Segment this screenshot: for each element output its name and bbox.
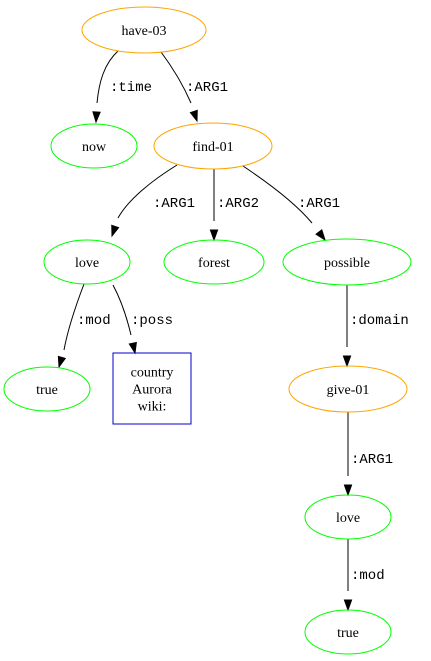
edge-label: :mod — [351, 568, 385, 584]
entity-box — [112, 352, 192, 425]
edge-label: :mod — [77, 313, 111, 329]
edge-find01-to-love1: :ARG1 — [111, 164, 195, 238]
edge-line — [63, 283, 85, 351]
concept-ellipse — [282, 238, 412, 286]
edge-label: :ARG1 — [351, 452, 393, 468]
edge-give01-to-love2: :ARG1 — [343, 412, 393, 497]
node-love1: love — [43, 239, 131, 285]
edge-have03-to-find01: :ARG1 — [160, 51, 228, 123]
edge-find01-to-possible: :ARG1 — [242, 165, 340, 242]
edge-line — [117, 164, 178, 219]
concept-ellipse — [163, 239, 265, 285]
arrowhead — [128, 341, 137, 355]
edge-label: :time — [110, 80, 152, 96]
edge-label: :ARG1 — [186, 80, 228, 96]
concept-ellipse — [304, 609, 392, 655]
predicate-ellipse — [153, 122, 273, 170]
node-love2: love — [304, 494, 392, 540]
node-label: true — [337, 626, 359, 641]
entity-line: wiki: — [138, 400, 167, 415]
arrowhead — [57, 355, 67, 369]
node-label: give-01 — [327, 383, 370, 398]
node-label: love — [336, 511, 360, 526]
node-label: true — [36, 383, 58, 398]
node-give01: give-01 — [288, 365, 408, 413]
arrowhead — [111, 224, 120, 238]
arrowhead — [343, 599, 353, 612]
edge-line — [242, 165, 313, 224]
edge-line — [112, 284, 132, 336]
edge-label: :ARG1 — [153, 196, 195, 212]
node-possible: possible — [282, 238, 412, 286]
entity-line: Aurora — [132, 383, 172, 398]
predicate-ellipse — [288, 365, 408, 413]
edge-label: :ARG1 — [298, 196, 340, 212]
arrowhead — [92, 111, 101, 124]
node-label: find-01 — [192, 140, 233, 155]
predicate-ellipse — [81, 6, 207, 54]
concept-ellipse — [43, 239, 131, 285]
node-now: now — [50, 123, 138, 169]
node-label: have-03 — [121, 24, 166, 39]
node-label: now — [82, 140, 107, 155]
concept-ellipse — [304, 494, 392, 540]
arrowhead — [343, 484, 353, 497]
node-label: love — [75, 256, 99, 271]
edge-possible-to-give01: :domain — [342, 285, 409, 368]
concept-ellipse — [3, 366, 91, 412]
arrowhead — [189, 109, 198, 123]
node-forest: forest — [163, 239, 265, 285]
node-true2: true — [304, 609, 392, 655]
arrowhead — [342, 355, 352, 368]
concept-ellipse — [50, 123, 138, 169]
edge-label: :poss — [131, 313, 173, 329]
arrowhead — [315, 229, 326, 242]
edge-love1-to-country: :poss — [112, 284, 173, 355]
edge-love2-to-true2: :mod — [343, 539, 385, 612]
node-find01: find-01 — [153, 122, 273, 170]
arrowhead — [209, 229, 219, 242]
node-label: forest — [198, 256, 230, 271]
edge-love1-to-true1: :mod — [57, 283, 111, 369]
nodes-group: have-03 now find-01 love forest possible true c… — [3, 6, 412, 655]
edge-find01-to-forest: :ARG2 — [209, 169, 259, 242]
node-label: possible — [324, 256, 370, 271]
edge-line — [96, 50, 119, 104]
edge-label: :ARG2 — [217, 196, 259, 212]
edge-line — [160, 51, 192, 104]
edges-group: :time :ARG1 :ARG1 :ARG2 :ARG1 :mod :poss :domai… — [57, 50, 409, 612]
edge-label: :domain — [350, 313, 409, 329]
node-true1: true — [3, 366, 91, 412]
edge-have03-to-now: :time — [92, 50, 152, 124]
node-have03: have-03 — [81, 6, 207, 54]
entity-line: country — [131, 366, 174, 381]
